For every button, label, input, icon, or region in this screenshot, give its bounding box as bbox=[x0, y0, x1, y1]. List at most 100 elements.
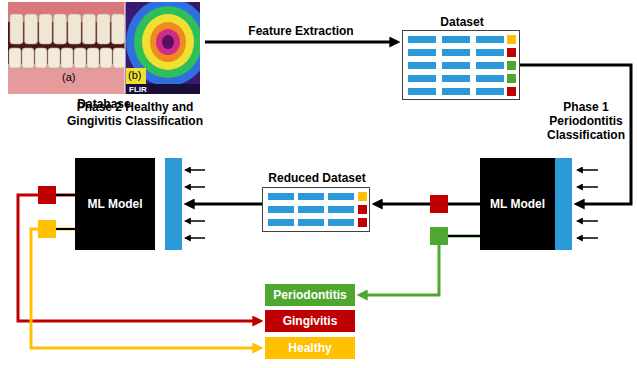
table-bar bbox=[328, 206, 354, 213]
image-label: (a) bbox=[62, 71, 75, 84]
box-label: Periodontitis bbox=[273, 288, 346, 302]
input-arrow bbox=[186, 186, 205, 188]
mouth-photo bbox=[8, 2, 125, 94]
output-square bbox=[38, 186, 56, 204]
upper-tooth bbox=[25, 14, 38, 44]
thermal-patch bbox=[126, 68, 146, 84]
table-bar bbox=[408, 49, 436, 56]
upper-tooth bbox=[39, 14, 52, 44]
class-swatch bbox=[358, 192, 367, 201]
upper-tooth bbox=[83, 14, 96, 44]
table-bar bbox=[442, 62, 470, 69]
node-heading: Dataset bbox=[403, 15, 521, 29]
table-bar bbox=[328, 219, 354, 226]
image-label: (b) bbox=[128, 69, 141, 82]
class-swatch bbox=[507, 35, 516, 44]
table-bar bbox=[408, 75, 436, 82]
table-bar bbox=[442, 88, 470, 95]
class-box: Periodontitis bbox=[265, 284, 355, 306]
connector-arrow bbox=[187, 203, 262, 206]
class-swatch bbox=[358, 205, 367, 214]
ml-model-box: Phase 1 Periodontitis ClassificationML M… bbox=[480, 158, 572, 250]
lower-tooth bbox=[74, 48, 86, 68]
lower-tooth bbox=[61, 48, 73, 68]
class-box: Healthy bbox=[265, 337, 355, 359]
thermal-ring bbox=[156, 29, 180, 55]
thermal-ring bbox=[162, 35, 174, 49]
table-bar bbox=[408, 62, 436, 69]
lower-tooth bbox=[22, 48, 34, 68]
input-arrow bbox=[578, 237, 598, 239]
output-square bbox=[430, 195, 448, 213]
table-bar bbox=[442, 36, 470, 43]
lower-gum bbox=[8, 64, 125, 94]
input-arrow bbox=[578, 186, 598, 188]
database-image: Database bbox=[8, 2, 200, 94]
connector-arrow bbox=[360, 236, 480, 295]
table-bar bbox=[476, 49, 504, 56]
thermal-ring bbox=[142, 14, 194, 70]
reduced-dataset-table: Reduced Dataset bbox=[262, 187, 370, 232]
upper-tooth bbox=[97, 14, 110, 44]
table-bar bbox=[298, 206, 324, 213]
output-line bbox=[56, 228, 75, 230]
box-label: ML Model bbox=[490, 197, 545, 211]
output-line bbox=[448, 235, 480, 237]
table-bar bbox=[298, 193, 324, 200]
class-swatch bbox=[507, 61, 516, 70]
photo-divider bbox=[125, 2, 126, 94]
upper-tooth bbox=[54, 14, 67, 44]
output-line bbox=[56, 194, 75, 196]
table-bar bbox=[408, 36, 436, 43]
class-box: Gingivitis bbox=[265, 310, 355, 332]
node-heading: Phase 2 Healthy and Gingivitis Classific… bbox=[65, 100, 205, 128]
dataset-table: Dataset bbox=[402, 30, 520, 100]
watermark: FLIR bbox=[129, 85, 147, 95]
node-heading: Reduced Dataset bbox=[253, 171, 381, 185]
lower-tooth bbox=[100, 48, 112, 68]
lower-tooth bbox=[87, 48, 99, 68]
table-bar bbox=[408, 88, 436, 95]
table-bar bbox=[476, 75, 504, 82]
input-arrow bbox=[186, 220, 205, 222]
class-swatch bbox=[507, 74, 516, 83]
thermal-strip bbox=[125, 84, 200, 94]
thermal-image bbox=[125, 2, 200, 94]
table-bar bbox=[442, 75, 470, 82]
table-bar bbox=[476, 36, 504, 43]
table-bar bbox=[476, 88, 504, 95]
box-label: ML Model bbox=[87, 197, 142, 211]
class-swatch bbox=[507, 48, 516, 57]
lower-tooth bbox=[9, 48, 21, 68]
node-heading: Phase 1 Periodontitis Classification bbox=[545, 100, 627, 142]
table-bar bbox=[298, 219, 324, 226]
upper-tooth bbox=[10, 14, 23, 44]
feature-bar bbox=[165, 158, 182, 250]
input-arrow bbox=[578, 220, 598, 222]
lower-tooth bbox=[48, 48, 60, 68]
connector-arrow bbox=[205, 41, 397, 44]
table-bar bbox=[328, 193, 354, 200]
table-bar bbox=[476, 62, 504, 69]
table-bar bbox=[268, 206, 294, 213]
upper-tooth bbox=[68, 14, 81, 44]
lower-tooth bbox=[35, 48, 47, 68]
feature-bar bbox=[555, 158, 572, 250]
output-square bbox=[430, 227, 448, 245]
thermal-ring bbox=[134, 6, 200, 78]
input-arrow bbox=[186, 169, 205, 171]
box-label: Gingivitis bbox=[283, 314, 338, 328]
class-swatch bbox=[358, 218, 367, 227]
input-arrow bbox=[578, 169, 598, 171]
thermal-ring bbox=[126, 2, 200, 86]
upper-tooth bbox=[112, 14, 125, 44]
edge-label: Feature Extraction bbox=[246, 24, 355, 38]
ml-model-box: Phase 2 Healthy and Gingivitis Classific… bbox=[75, 158, 182, 250]
table-bar bbox=[268, 219, 294, 226]
connector-arrow bbox=[375, 203, 480, 206]
lower-tooth bbox=[113, 48, 125, 68]
class-swatch bbox=[507, 87, 516, 96]
box-label: Healthy bbox=[288, 341, 331, 355]
table-bar bbox=[442, 49, 470, 56]
table-bar bbox=[268, 193, 294, 200]
